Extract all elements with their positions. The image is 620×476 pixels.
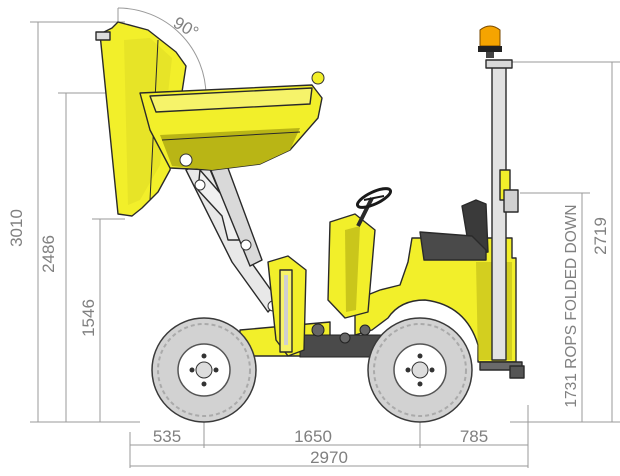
- dim-front-overhang: 535: [153, 427, 181, 446]
- hydraulic-ram: [267, 255, 307, 357]
- front-wheel-icon: [151, 317, 257, 423]
- lift-arm: [185, 159, 279, 313]
- angle-label: 90°: [170, 13, 202, 42]
- height-dimensions-left: [30, 21, 140, 423]
- dim-discharge-height: 1546: [79, 299, 98, 337]
- dim-hinge-height: 2486: [39, 235, 58, 273]
- operator-seat: [419, 199, 489, 261]
- dim-wheelbase: 1650: [294, 427, 332, 446]
- beacon-icon: [478, 25, 502, 58]
- dim-overall-length: 2970: [310, 448, 348, 467]
- dim-rear-overhang: 785: [460, 427, 488, 446]
- rear-wheel-icon: [367, 317, 473, 423]
- tip-angle-arc: [117, 7, 207, 97]
- dim-rops-height: 2719: [591, 217, 610, 255]
- rops-frame: [485, 59, 519, 361]
- steering-column: [327, 197, 376, 319]
- steering-wheel-icon: [355, 187, 393, 209]
- dim-overall-height: 3010: [7, 209, 26, 247]
- dim-rops-folded: 1731 ROPS FOLDED DOWN: [563, 204, 580, 407]
- dump-skip: [95, 21, 325, 217]
